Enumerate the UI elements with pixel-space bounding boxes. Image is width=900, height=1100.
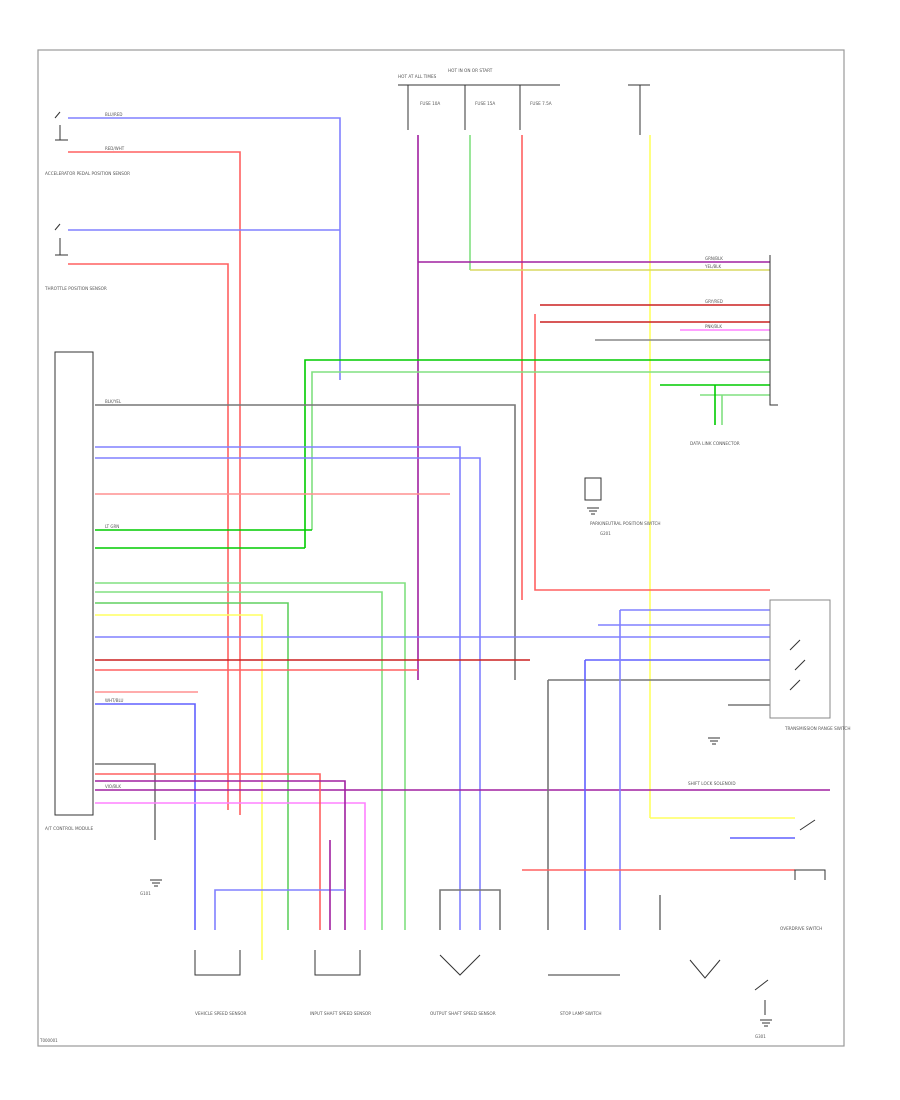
wire-gray-pin5	[95, 763, 156, 840]
wire-red-pin8	[95, 773, 321, 930]
diagram-frame	[37, 49, 845, 1047]
wire-color-label-7: PNK/BLK	[705, 324, 722, 329]
label-dlc: DATA LINK CONNECTOR	[690, 441, 740, 446]
ground-label-2: G301	[755, 1034, 766, 1039]
label-fuse-75a: FUSE 7.5A	[530, 101, 552, 106]
label-shift-lock: SHIFT LOCK SOLENOID	[688, 781, 736, 786]
fuse-right	[628, 84, 650, 135]
label-fuse-hot-all: HOT AT ALL TIMES	[398, 74, 437, 79]
wire-color-label-2: GRN/BLK	[705, 256, 723, 261]
switch-1-symbol	[54, 111, 68, 141]
wire-gray-pin	[95, 404, 516, 680]
wire-blue-bot1	[214, 889, 345, 930]
label-stop-lamp: STOP LAMP SWITCH	[560, 1011, 602, 1016]
labels: ACCELERATOR PEDAL POSITION SENSOR THROTT…	[39, 68, 851, 1043]
wire-yellow-pin	[95, 614, 263, 960]
label-fuse-15a: FUSE 15A	[475, 101, 495, 106]
wire-green-pin5	[95, 602, 289, 930]
ground-3	[708, 737, 720, 745]
label-fuse-hot-on: HOT IN ON OR START	[448, 68, 493, 73]
wire-color-label-1: RED/WHT	[105, 146, 125, 151]
wire-color-label-8: VIO/BLK	[105, 784, 121, 789]
trs-contacts	[789, 639, 806, 691]
label-isss: INPUT SHAFT SPEED SENSOR	[310, 1011, 371, 1016]
transmission-range-switch	[769, 599, 831, 719]
wire-blue-pin2	[95, 457, 481, 930]
stop-lamp-switch	[794, 819, 826, 880]
ground-1	[150, 879, 162, 887]
wire-blue-pin4	[95, 703, 196, 930]
ground-2	[587, 507, 599, 515]
wire-blue-1	[68, 117, 341, 380]
switch-2-symbol	[54, 223, 68, 256]
wire-green-loop2	[311, 371, 770, 530]
apps-sensor	[194, 950, 241, 976]
wire-color-label-0: BLU/RED	[105, 112, 122, 117]
label-throttle-sensor: THROTTLE POSITION SENSOR	[44, 286, 107, 291]
label-accelerator-sensor: ACCELERATOR PEDAL POSITION SENSOR	[45, 171, 130, 176]
at-control-module	[54, 351, 94, 816]
wire-purple-pin9	[95, 780, 346, 930]
wire-green-loop1	[304, 359, 770, 548]
shift-lock-solenoid	[584, 477, 602, 501]
page-ref: T000001	[39, 1038, 58, 1043]
ground-4	[760, 1019, 772, 1027]
ground-label-0: G101	[140, 891, 151, 896]
osss-sensor	[689, 959, 721, 979]
ground-label-1: G201	[600, 531, 611, 536]
label-od-switch: OVERDRIVE SWITCH	[780, 926, 822, 931]
od-switch	[754, 979, 769, 1015]
components	[54, 84, 831, 1027]
label-osss: OUTPUT SHAFT SPEED SENSOR	[430, 1011, 496, 1016]
wire-gray-bot3	[439, 889, 501, 930]
wire-color-label-9: WHT/BLU	[105, 698, 124, 703]
wire-lgreen-pin3	[95, 582, 406, 930]
label-pn-switch: PARK/NEUTRAL POSITION SWITCH	[590, 521, 661, 526]
fuse-box	[398, 84, 560, 130]
tps-sensor	[314, 950, 361, 976]
wire-color-label-3: YEL/BLK	[704, 264, 722, 269]
wire-red-1	[68, 151, 241, 815]
wires	[68, 117, 830, 960]
label-trs: TRANSMISSION RANGE SWITCH	[784, 726, 851, 731]
vss-sensor	[439, 954, 481, 976]
label-at-module: A/T CONTROL MODULE	[45, 826, 93, 831]
right-connector	[769, 255, 778, 406]
wire-color-label-4: LT GRN	[105, 524, 119, 529]
wire-red-h2	[534, 314, 770, 591]
wire-red-2	[68, 263, 229, 810]
wire-color-label-6: GRY/RED	[705, 299, 723, 304]
wire-blue-pin1	[95, 446, 461, 930]
wire-color-label-5: BLK/YEL	[105, 399, 122, 404]
label-fuse-10a: FUSE 10A	[420, 101, 440, 106]
wire-lgreen-pin4	[95, 591, 383, 930]
wire-pink-pin7	[95, 802, 366, 930]
label-vss: VEHICLE SPEED SENSOR	[195, 1011, 247, 1016]
